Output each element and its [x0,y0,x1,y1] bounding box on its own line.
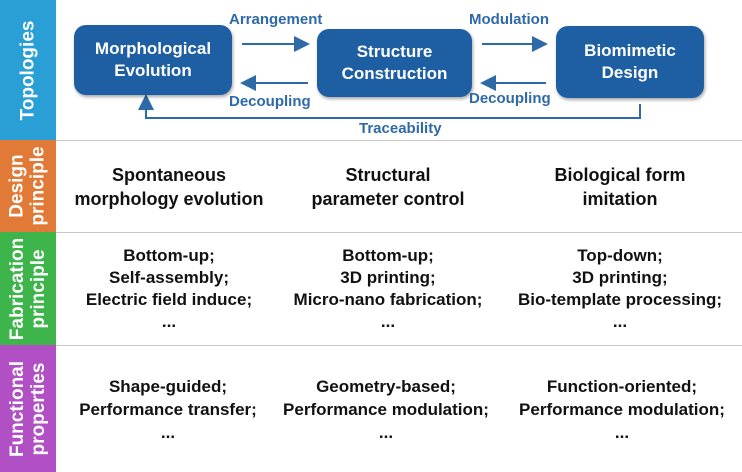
fabrication-cell-biomimetic: Top-down; 3D printing; Bio-template proc… [504,233,736,345]
fabrication-principle-label-band: Fabrication principle [0,232,56,345]
functional-cell-biomimetic: Function-oriented; Performance modulatio… [502,346,742,472]
flow-arrows [138,36,641,119]
functional-properties-panel: Shape-guided; Performance transfer; ... … [56,345,742,472]
functional-cell-morphological: Shape-guided; Performance transfer; ... [56,346,280,472]
fabrication-principle-label: Fabrication principle [7,237,49,340]
design-cell-text: Structural parameter control [311,164,465,209]
design-cell-structural: Structural parameter control [278,141,498,232]
functional-properties-label: Functional properties [7,360,49,457]
traceability-label: Traceability [359,120,442,137]
functional-cell-text: Shape-guided; Performance transfer; ... [79,376,257,442]
decoupling-right-label: Decoupling [469,90,551,107]
morphological-evolution-node: Morphological Evolution [74,25,232,95]
functional-properties-row: Functional properties Shape-guided; Perf… [0,345,742,472]
arrangement-label: Arrangement [229,11,323,28]
structure-construction-node: Structure Construction [317,29,472,97]
fabrication-principle-row: Fabrication principle Bottom-up; Self-as… [0,232,742,345]
fabrication-cell-structural: Bottom-up; 3D printing; Micro-nano fabri… [270,233,506,345]
design-cell-text: Biological form imitation [554,164,686,209]
functional-cell-text: Function-oriented; Performance modulatio… [519,376,725,442]
design-principle-label: Design principle [7,146,49,226]
design-cell-morphological: Spontaneous morphology evolution [56,141,282,232]
decoupling-left-label: Decoupling [229,93,311,110]
topologies-label-band: Topologies [0,0,56,140]
design-principle-label-band: Design principle [0,140,56,232]
fabrication-principle-panel: Bottom-up; Self-assembly; Electric field… [56,232,742,345]
design-principle-row: Design principle Spontaneous morphology … [0,140,742,232]
traceability-arrow [138,94,641,119]
functional-cell-structural: Geometry-based; Performance modulation; … [266,346,506,472]
design-cell-text: Spontaneous morphology evolution [74,164,264,209]
functional-cell-text: Geometry-based; Performance modulation; … [283,376,489,442]
topologies-panel: Morphological Evolution Structure Constr… [56,0,742,140]
fabrication-cell-morphological: Bottom-up; Self-assembly; Electric field… [56,233,282,345]
fabrication-cell-text: Bottom-up; Self-assembly; Electric field… [85,246,253,331]
topologies-row: Topologies Morphological Evolution Struc… [0,0,742,140]
topologies-label: Topologies [17,20,39,120]
design-cell-biomimetic: Biological form imitation [504,141,736,232]
functional-properties-label-band: Functional properties [0,345,56,472]
fabrication-cell-text: Bottom-up; 3D printing; Micro-nano fabri… [293,246,483,331]
biomimetic-design-node: Biomimetic Design [556,26,704,98]
modulation-label: Modulation [469,11,549,28]
fabrication-cell-text: Top-down; 3D printing; Bio-template proc… [517,246,723,331]
design-principle-panel: Spontaneous morphology evolution Structu… [56,140,742,232]
